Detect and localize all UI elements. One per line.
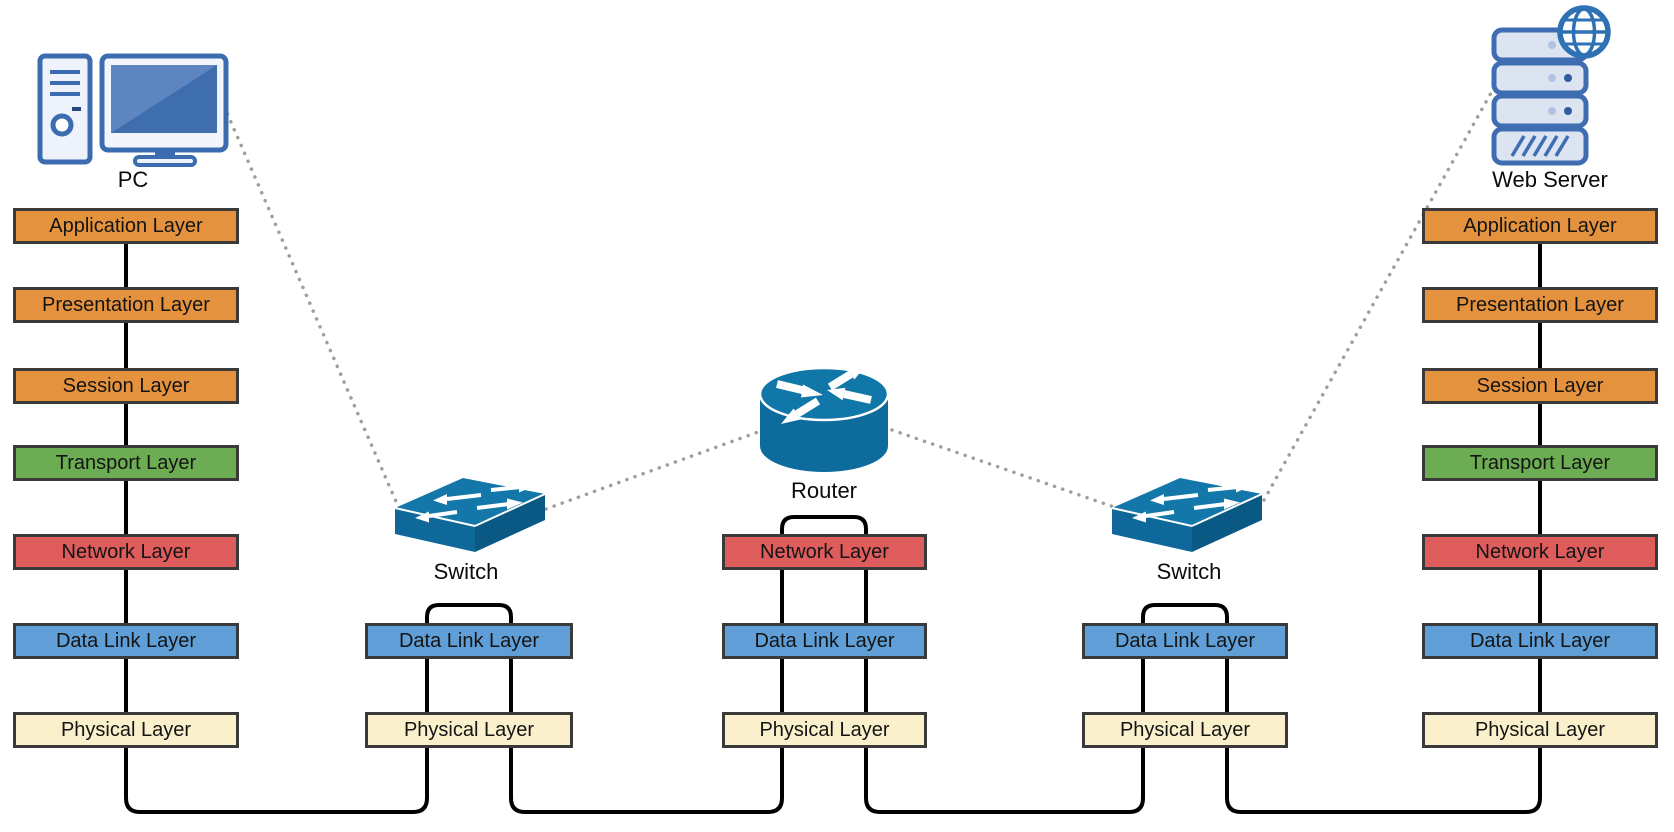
right-switch-physical-layer-box: Physical Layer [1082, 712, 1288, 748]
left-switch-physical-layer-box: Physical Layer [365, 712, 573, 748]
globe-icon [1557, 5, 1611, 59]
router-data-link-layer-box: Data Link Layer [722, 623, 927, 659]
pc-application-layer-box: Application Layer [13, 208, 239, 244]
router-network-layer-box: Network Layer [722, 534, 927, 570]
switch-to-webserver-dotted-link [1262, 82, 1498, 502]
pc-presentation-layer-box: Presentation Layer [13, 287, 239, 323]
right-switch-label: Switch [1156, 559, 1222, 584]
left-switch-label: Switch [433, 559, 499, 584]
right-switch-data-link-layer-box: Data Link Layer [1082, 623, 1288, 659]
pc-session-layer-box: Session Layer [13, 368, 239, 404]
router-to-switch-dotted-link [890, 428, 1116, 509]
switch-to-router-dotted-link [544, 430, 760, 511]
desktop-pc-icon [37, 53, 229, 167]
web-server-icon [1491, 5, 1611, 166]
router-icon [758, 364, 890, 472]
right-switch-icon [1110, 476, 1264, 554]
pc-transport-layer-box: Transport Layer [13, 445, 239, 481]
pc-physical-layer-box: Physical Layer [13, 712, 239, 748]
switch-router-physical-link [509, 746, 784, 814]
webserver-physical-layer-box: Physical Layer [1422, 712, 1658, 748]
pc-data-link-layer-box: Data Link Layer [13, 623, 239, 659]
pc-label: PC [117, 167, 149, 192]
left-switch-data-link-layer-box: Data Link Layer [365, 623, 573, 659]
router-switch-physical-link [864, 746, 1145, 814]
router-physical-layer-box: Physical Layer [722, 712, 927, 748]
webserver-data-link-layer-box: Data Link Layer [1422, 623, 1658, 659]
webserver-session-layer-box: Session Layer [1422, 368, 1658, 404]
switch-webserver-physical-link [1225, 746, 1542, 814]
left-switch-icon [393, 476, 547, 554]
webserver-transport-layer-box: Transport Layer [1422, 445, 1658, 481]
web-server-label: Web Server [1492, 167, 1608, 192]
pc-switch-physical-link [124, 746, 429, 814]
webserver-presentation-layer-box: Presentation Layer [1422, 287, 1658, 323]
pc-to-switch-dotted-link [222, 104, 400, 508]
router-label: Router [790, 478, 858, 503]
webserver-network-layer-box: Network Layer [1422, 534, 1658, 570]
webserver-application-layer-box: Application Layer [1422, 208, 1658, 244]
pc-network-layer-box: Network Layer [13, 534, 239, 570]
